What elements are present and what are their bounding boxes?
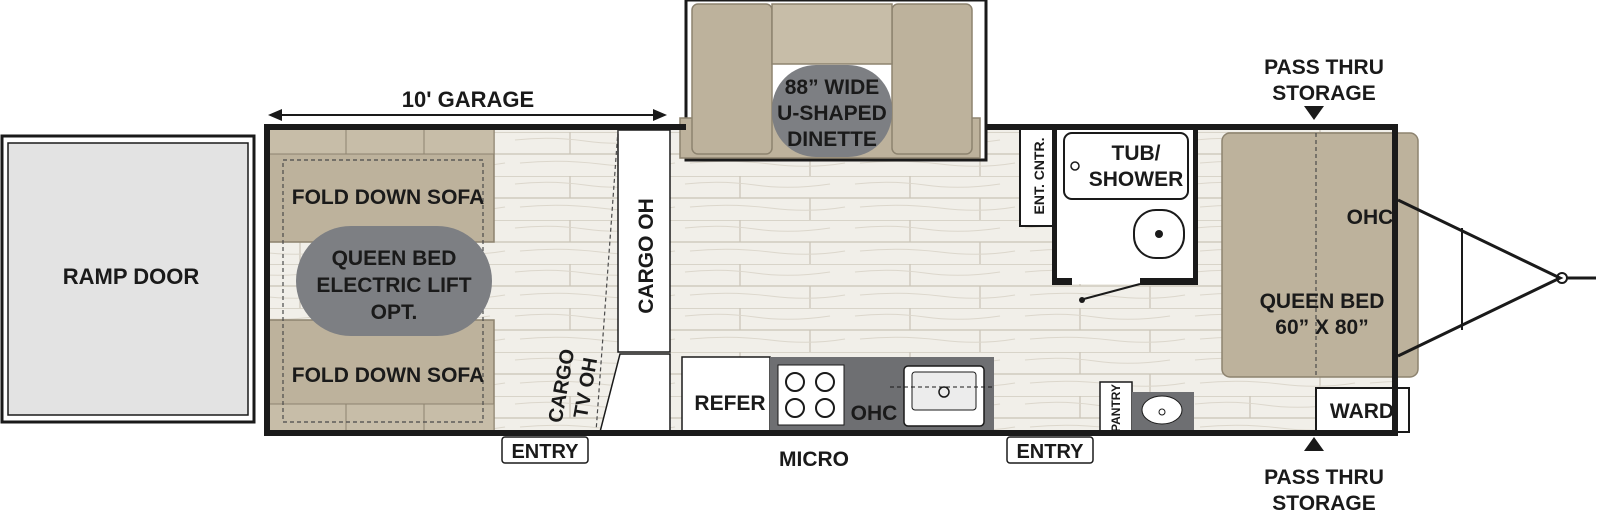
label-refer: REFER — [694, 392, 765, 415]
label-queen-lift-3: OPT. — [371, 301, 418, 324]
label-dinette-3: DINETTE — [787, 128, 877, 151]
label-queen-lift-2: ELECTRIC LIFT — [316, 274, 471, 297]
trailer-hitch — [1397, 198, 1596, 358]
label-sofa-bottom: FOLD DOWN SOFA — [292, 364, 485, 387]
label-queen-lift-1: QUEEN BED — [332, 247, 457, 270]
front-bedroom — [1221, 132, 1419, 433]
garage-dimension-arrow — [268, 109, 667, 121]
label-ohc-kitchen: OHC — [851, 402, 898, 425]
pass-thru-arrow-bottom — [1304, 437, 1324, 451]
entry-box-left — [501, 436, 589, 464]
label-micro: MICRO — [779, 448, 849, 471]
label-pantry: PANTRY — [1109, 384, 1123, 432]
pantry-area — [1099, 381, 1194, 433]
label-pass-top-2: STORAGE — [1272, 82, 1375, 105]
bathroom — [1019, 127, 1198, 303]
label-pass-bottom-2: STORAGE — [1272, 492, 1375, 515]
label-garage: 10' GARAGE — [402, 87, 534, 112]
label-ward: WARD — [1330, 400, 1394, 423]
label-dinette-2: U-SHAPED — [777, 102, 887, 125]
pass-thru-arrow-top — [1304, 106, 1324, 120]
label-pass-top-1: PASS THRU — [1264, 56, 1384, 79]
label-entry-left: ENTRY — [511, 441, 579, 463]
kitchen — [681, 356, 994, 434]
label-dinette-1: 88” WIDE — [785, 76, 880, 99]
label-ohc-bed: OHC — [1347, 206, 1394, 229]
ramp-door — [0, 134, 256, 424]
label-pass-bottom-1: PASS THRU — [1264, 466, 1384, 489]
label-entry-right: ENTRY — [1016, 441, 1084, 463]
label-queen-bed-1: QUEEN BED — [1260, 290, 1385, 313]
label-cargo-oh: CARGO OH — [635, 198, 658, 314]
label-ramp-door: RAMP DOOR — [63, 264, 200, 289]
outer-walls — [264, 124, 1398, 436]
label-sofa-top: FOLD DOWN SOFA — [292, 186, 485, 209]
label-ent-cntr: ENT. CNTR. — [1031, 138, 1047, 215]
garage-furniture — [267, 127, 495, 433]
dinette-slideout — [679, 0, 988, 162]
label-tub-1: TUB/ — [1112, 142, 1161, 165]
entry-box-right — [1006, 436, 1094, 464]
label-tub-2: SHOWER — [1089, 168, 1184, 191]
label-queen-bed-2: 60” X 80” — [1275, 316, 1368, 339]
